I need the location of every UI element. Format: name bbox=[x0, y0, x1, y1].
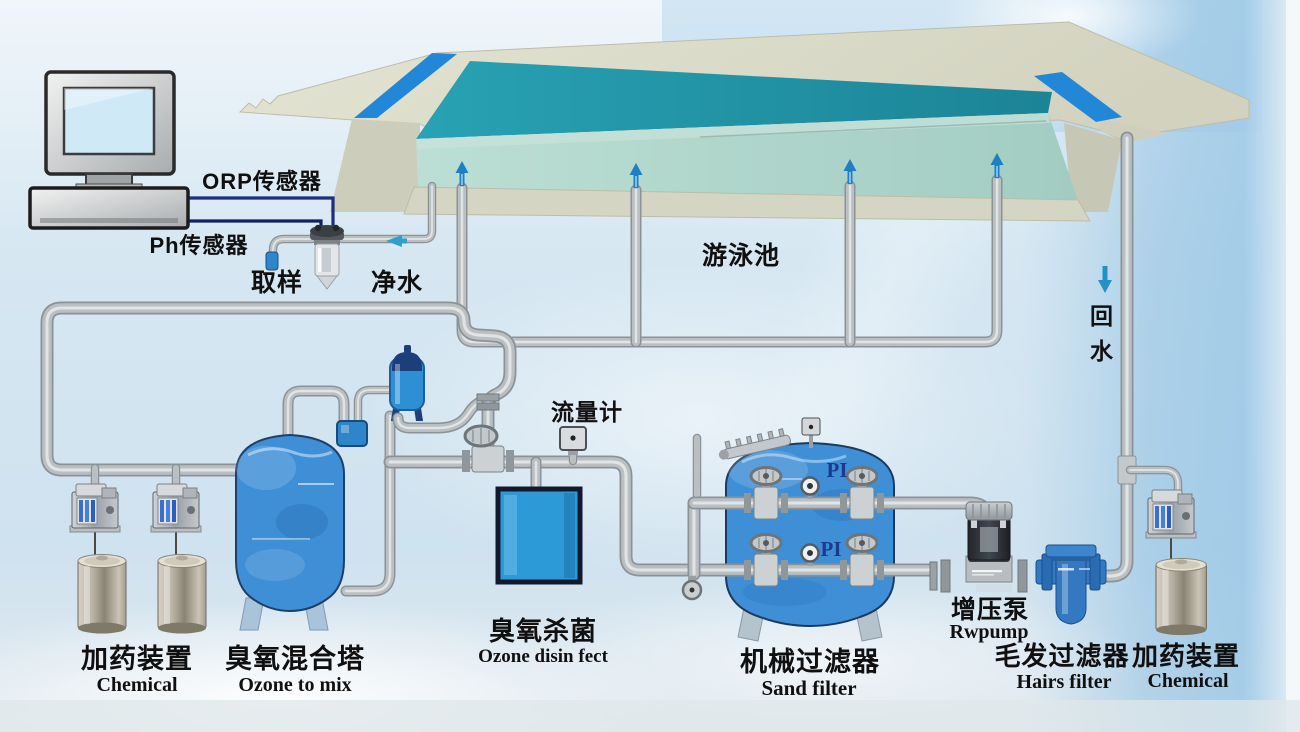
pool-gutter-left bbox=[354, 53, 457, 118]
orp-sensor-label: ORP传感器 bbox=[202, 169, 322, 194]
hair-filter-label-cn: 毛发过滤器 bbox=[994, 641, 1129, 671]
sand-filter-top-rack bbox=[718, 428, 791, 460]
ozone-disinfect-label-cn: 臭氧杀菌 bbox=[489, 616, 597, 646]
dosing-right-label-cn: 加药装置 bbox=[1132, 641, 1240, 671]
hair-filter-top-flange bbox=[1045, 544, 1097, 558]
ozone-solenoid-valve bbox=[336, 420, 368, 447]
sand-filter-valve bbox=[742, 466, 790, 521]
pool-gutter-right bbox=[1034, 72, 1122, 122]
dosing-pump bbox=[69, 483, 121, 533]
pool-deck-left-face bbox=[330, 119, 420, 212]
pool-deck-right-face bbox=[1064, 123, 1122, 212]
chemical-drum bbox=[77, 554, 127, 634]
labels: ORP传感器 Ph传感器 取样 净水 游泳池 回 水 流量计 PI PI 加药装… bbox=[81, 169, 1240, 700]
water-sampler bbox=[265, 224, 344, 290]
monitor-stand bbox=[85, 173, 133, 186]
booster-pump bbox=[929, 501, 1028, 593]
sand-filter-label-en: Sand filter bbox=[761, 676, 856, 700]
ozone-buffer-tank bbox=[389, 345, 425, 421]
control-computer bbox=[28, 70, 335, 230]
return-water-label-2: 水 bbox=[1090, 338, 1114, 364]
ph-sensor-label: Ph传感器 bbox=[149, 233, 248, 258]
ozone-tower-label-cn: 臭氧混合塔 bbox=[225, 643, 365, 674]
ozone-mixing-tower bbox=[235, 433, 345, 631]
booster-pump-label-cn: 增压泵 bbox=[951, 595, 1029, 624]
pool-waterline-band bbox=[416, 113, 1050, 149]
ozone-disinfect-label-en: Ozone disin fect bbox=[478, 646, 608, 667]
gate-valve bbox=[462, 393, 514, 473]
pool-water-surface bbox=[416, 61, 1052, 139]
chemical-drum bbox=[157, 554, 207, 634]
sampling-label: 取样 bbox=[251, 268, 303, 297]
sampler-drain-nozzle bbox=[265, 251, 279, 271]
pi-label-top: PI bbox=[827, 458, 848, 482]
sand-filter-valve bbox=[838, 533, 886, 588]
ozone-tower-label-en: Ozone to mix bbox=[238, 674, 351, 696]
booster-pump-label-en: Rwpump bbox=[950, 621, 1029, 643]
dosing-left-label-cn: 加药装置 bbox=[81, 644, 193, 674]
drain-fitting bbox=[681, 576, 703, 601]
ozone-disinfect-box bbox=[495, 486, 583, 585]
swimming-pool-label: 游泳池 bbox=[702, 242, 780, 270]
pool-deck-apron bbox=[403, 186, 1091, 222]
computer-screen bbox=[62, 86, 156, 156]
sample-flow-arrow-icon bbox=[386, 235, 407, 247]
hair-filter-label-en: Hairs filter bbox=[1017, 671, 1112, 693]
pool-deck-right-underside bbox=[1100, 118, 1168, 142]
dosing-right-label-en: Chemical bbox=[1147, 670, 1229, 692]
tank-top-gauge bbox=[801, 417, 821, 448]
swimming-pool bbox=[238, 21, 1250, 222]
flow-meter bbox=[559, 426, 587, 455]
pi-label-bottom: PI bbox=[821, 537, 842, 561]
dosing-pump bbox=[150, 483, 202, 533]
sand-filter-label-cn: 机械过滤器 bbox=[740, 647, 880, 677]
hair-filter-body bbox=[1055, 559, 1087, 625]
chemical-drum bbox=[1155, 557, 1207, 636]
return-water-label-1: 回 bbox=[1090, 303, 1114, 329]
clean-water-label: 净水 bbox=[371, 269, 423, 297]
hair-filter bbox=[1035, 544, 1107, 625]
flow-meter-label: 流量计 bbox=[551, 399, 623, 425]
dosing-left-label-en: Chemical bbox=[96, 674, 178, 696]
orp-sensor-wire bbox=[188, 196, 335, 228]
sand-filter-valve bbox=[742, 533, 790, 588]
return-flow-down-arrow-icon bbox=[1098, 266, 1112, 293]
dosing-pump bbox=[1145, 489, 1197, 539]
